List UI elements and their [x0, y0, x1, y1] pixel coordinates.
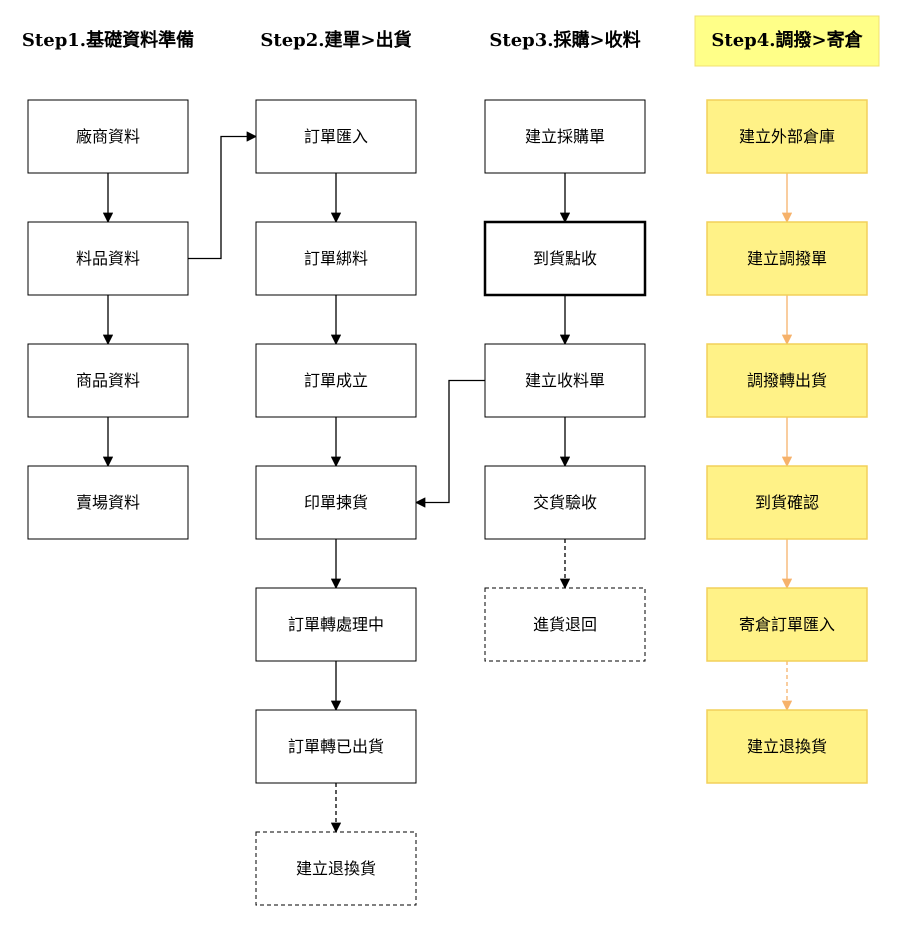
flow-node[interactable]: 寄倉訂單匯入 [706, 587, 868, 662]
flow-node-box [255, 831, 417, 906]
flow-node-label: 進貨退回 [533, 615, 597, 634]
flow-node-box [484, 99, 646, 174]
flow-node-label: 料品資料 [76, 249, 140, 268]
flow-node-box [255, 221, 417, 296]
flow-node[interactable]: 建立退換貨 [255, 831, 417, 906]
step-title-1: Step1.基礎資料準備 [22, 29, 194, 51]
flow-node[interactable]: 建立外部倉庫 [706, 99, 868, 174]
flow-node-box [255, 99, 417, 174]
flow-node-box [484, 343, 646, 418]
flow-node-label: 寄倉訂單匯入 [739, 615, 835, 634]
flow-node-box [484, 465, 646, 540]
flow-node-label: 建立退換貨 [296, 859, 376, 878]
flow-node[interactable]: 訂單轉已出貨 [255, 709, 417, 784]
step-title-3: Step3.採購>收料 [489, 29, 640, 51]
flow-node-box [484, 587, 646, 662]
flow-node-box [27, 221, 189, 296]
flow-node[interactable]: 建立退換貨 [706, 709, 868, 784]
flow-node-box [706, 343, 868, 418]
flow-node-label: 訂單綁料 [304, 249, 368, 268]
flow-node-label: 訂單成立 [304, 371, 368, 390]
flow-node-box [706, 221, 868, 296]
flow-node-box [27, 99, 189, 174]
flow-node-label: 到貨點收 [533, 249, 597, 268]
flow-node[interactable]: 訂單成立 [255, 343, 417, 418]
flow-node-label: 訂單轉已出貨 [288, 737, 384, 756]
flow-node-label: 廠商資料 [76, 127, 140, 146]
titles-layer: Step1.基礎資料準備 Step2.建單>出貨 Step3.採購>收料 Step4.… [22, 15, 880, 67]
flow-node-label: 建立收料單 [525, 371, 605, 390]
flow-node[interactable]: 賣場資料 [27, 465, 189, 540]
flow-node[interactable]: 到貨點收 [483, 220, 647, 297]
flow-node[interactable]: 調撥轉出貨 [706, 343, 868, 418]
flow-node-label: 印單揀貨 [304, 493, 368, 512]
flow-node-label: 調撥轉出貨 [747, 371, 827, 390]
flow-node[interactable]: 建立收料單 [484, 343, 646, 418]
flow-node[interactable]: 商品資料 [27, 343, 189, 418]
flow-node[interactable]: 建立調撥單 [706, 221, 868, 296]
flow-node-label: 到貨確認 [755, 493, 819, 512]
flow-node-box [706, 587, 868, 662]
flow-node-box [255, 343, 417, 418]
flow-node-label: 賣場資料 [76, 493, 140, 512]
flow-node-box [483, 220, 647, 297]
flow-node-box [255, 587, 417, 662]
flow-node-label: 建立退換貨 [747, 737, 827, 756]
step-title-highlight [694, 15, 880, 67]
flow-edge [414, 379, 485, 508]
flow-node[interactable]: 進貨退回 [484, 587, 646, 662]
flow-edge [188, 131, 258, 260]
flow-node[interactable]: 料品資料 [27, 221, 189, 296]
flow-node[interactable]: 訂單匯入 [255, 99, 417, 174]
step-title-2: Step2.建單>出貨 [260, 29, 411, 51]
step-title-4: Step4.調撥>寄倉 [711, 29, 863, 51]
flow-node-label: 商品資料 [76, 371, 140, 390]
flow-node-box [255, 465, 417, 540]
flow-node-box [706, 465, 868, 540]
flow-node[interactable]: 訂單轉處理中 [255, 587, 417, 662]
flow-node-label: 交貨驗收 [533, 493, 597, 512]
flow-node-box [27, 465, 189, 540]
flow-node[interactable]: 印單揀貨 [255, 465, 417, 540]
flow-node[interactable]: 訂單綁料 [255, 221, 417, 296]
flow-node-label: 訂單匯入 [304, 127, 368, 146]
flow-node[interactable]: 到貨確認 [706, 465, 868, 540]
flow-node[interactable]: 廠商資料 [27, 99, 189, 174]
flow-node-label: 建立調撥單 [747, 249, 827, 268]
flow-node-box [706, 709, 868, 784]
flow-node-label: 建立外部倉庫 [739, 127, 835, 146]
flow-node-box [706, 99, 868, 174]
flow-node-label: 建立採購單 [525, 127, 605, 146]
flow-node[interactable]: 建立採購單 [484, 99, 646, 174]
edges-layer [102, 131, 793, 834]
flow-node-box [255, 709, 417, 784]
flow-node-label: 訂單轉處理中 [288, 615, 384, 634]
flow-node-box [27, 343, 189, 418]
flow-node[interactable]: 交貨驗收 [484, 465, 646, 540]
